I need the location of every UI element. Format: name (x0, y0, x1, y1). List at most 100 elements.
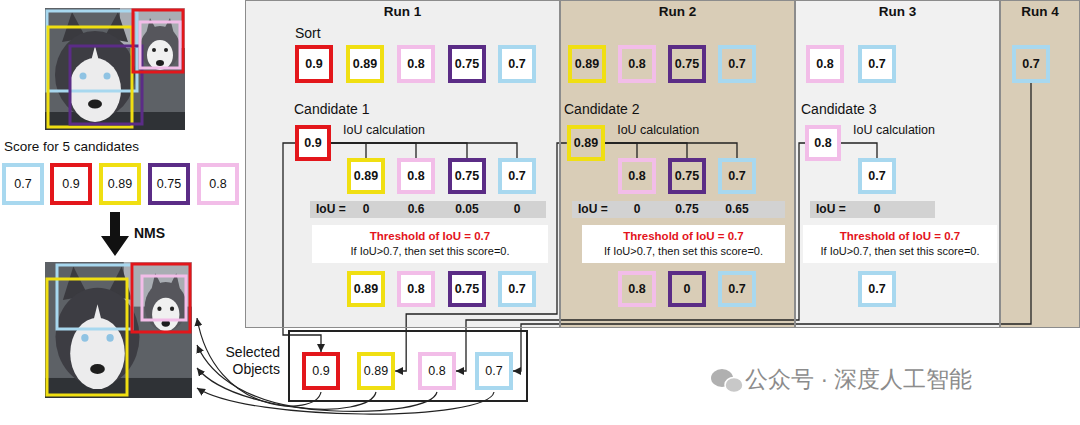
annotation: 公众号 · 深度人工智能 (745, 364, 972, 395)
score-box: 0.9 (295, 45, 333, 83)
score-box: 0.89 (347, 158, 385, 194)
score-box: 0.8 (806, 45, 844, 83)
score-value: 0 (684, 282, 691, 296)
score-value: 0.7 (485, 364, 502, 378)
annotation: NMS (134, 225, 165, 241)
score-value: 0.9 (305, 57, 322, 71)
score-value: 0.7 (14, 177, 31, 191)
score-value: 0.7 (508, 169, 525, 183)
iou-value: IoU = (316, 201, 346, 218)
score-box: 0.8 (618, 158, 656, 194)
annotation: Sort (295, 25, 321, 41)
score-value: 0.7 (1022, 57, 1039, 71)
label-holder: 公众号 · 深度人工智能 (745, 364, 972, 395)
score-value: 0.75 (675, 57, 699, 71)
selected-boxes (47, 264, 190, 395)
score-box: 0.89 (346, 45, 384, 83)
score-box: 0.89 (99, 163, 141, 205)
score-box: 0.89 (567, 125, 605, 161)
score-value: 0.7 (868, 57, 885, 71)
score-value: 0.89 (354, 169, 378, 183)
score-box: 0.7 (498, 271, 536, 307)
threshold-text: If IoU>0.7, then set this score=0. (604, 244, 763, 258)
threshold-text: If IoU>0.7, then set this score=0. (351, 244, 510, 258)
annotation: Candidate 2 (564, 101, 640, 117)
run-panel-ground (560, 0, 795, 328)
score-box: 0.75 (448, 45, 486, 83)
run-heading: Run 3 (796, 1, 999, 19)
score-box: 0.8 (397, 271, 435, 307)
score-value: 0.9 (304, 136, 321, 150)
connector (331, 143, 416, 158)
run-panel: Run 20.890.80.750.70.890.80.750.7IoU =00… (560, 0, 795, 328)
score-value: 0.89 (364, 364, 388, 378)
threshold-box: Threshold of IoU = 0.7If IoU>0.7, then s… (582, 225, 785, 263)
run-panel: Run 3 0.8 0.7 0.8 0.7IoU =0 Threshold of IoU … (795, 0, 1000, 328)
iou-value: IoU = (816, 201, 846, 218)
score-box: 0.9 (50, 163, 92, 205)
score-box: 0.75 (148, 163, 190, 205)
score-value: 0.7 (868, 169, 885, 183)
label-holder: Candidate 2 (564, 101, 640, 117)
output-photo (45, 262, 192, 398)
score-value: 0.89 (108, 177, 132, 191)
iou-bar: IoU =00.60.050 (310, 201, 546, 218)
score-value: 0.89 (574, 136, 598, 150)
connector (605, 143, 687, 158)
threshold-text: Threshold of IoU = 0.7 (623, 229, 743, 244)
run-panel: Run 10.90.890.80.750.70.90.890.80.750.7I… (245, 0, 560, 328)
score-value: 0.8 (209, 177, 226, 191)
score-value: 0.7 (728, 57, 745, 71)
label-holder: Sort (295, 25, 321, 41)
score-box: 0.8 (618, 271, 656, 307)
score-value: 0.8 (407, 169, 424, 183)
run-panel-ground (245, 0, 560, 328)
edge-label: IoU calculation (617, 123, 699, 137)
iou-value: 0 (514, 201, 521, 218)
score-value: 0.89 (575, 57, 599, 71)
score-value: 0.8 (428, 364, 445, 378)
score-box: 0.7 (2, 163, 44, 205)
run-panel-ground (795, 0, 1000, 328)
score-box: 0.7 (498, 45, 536, 83)
score-box: 0.7 (858, 45, 896, 83)
score-box: 0.8 (618, 45, 656, 83)
score-box: 0.9 (302, 352, 340, 390)
connector (841, 143, 877, 158)
score-value: 0.75 (455, 57, 479, 71)
score-box: 0.89 (347, 271, 385, 307)
score-box: 0.7 (718, 271, 756, 307)
score-box: 0.75 (668, 45, 706, 83)
label-holder: Candidate 1 (294, 101, 370, 117)
score-box: 0.9 (295, 125, 331, 161)
label-holder: Score for 5 candidates (4, 139, 139, 154)
score-value: 0.9 (62, 177, 79, 191)
score-value: 0.7 (728, 169, 745, 183)
score-box: 0.7 (858, 158, 896, 194)
nms-arrow (101, 212, 129, 256)
label-holder: IoU calculation (617, 123, 699, 137)
selected-objects-heading: Selected Objects (214, 344, 280, 378)
score-value: 0.8 (628, 57, 645, 71)
iou-value: 0.65 (725, 201, 748, 218)
run-heading: Run 4 (1001, 1, 1079, 19)
score-value: 0.7 (508, 282, 525, 296)
score-box: 0.89 (357, 352, 395, 390)
label-holder: IoU calculation (853, 123, 935, 137)
score-value: 0.8 (814, 136, 831, 150)
score-box: 0.8 (397, 158, 435, 194)
score-value: 0.7 (728, 282, 745, 296)
score-box: 0.8 (805, 125, 841, 161)
threshold-box: Threshold of IoU = 0.7If IoU>0.7, then s… (803, 225, 997, 263)
iou-value: IoU = (578, 201, 608, 218)
iou-value: 0 (363, 201, 370, 218)
iou-bar: IoU =0 (810, 201, 935, 218)
iou-value: 0 (634, 201, 641, 218)
score-box: 0 (668, 271, 706, 307)
connector (331, 143, 366, 158)
score-box: 0.8 (197, 163, 239, 205)
score-value: 0.8 (816, 57, 833, 71)
input-photo (45, 8, 185, 130)
score-box: 0.8 (397, 45, 435, 83)
threshold-text: If IoU>0.7, then set this score=0. (821, 244, 980, 258)
